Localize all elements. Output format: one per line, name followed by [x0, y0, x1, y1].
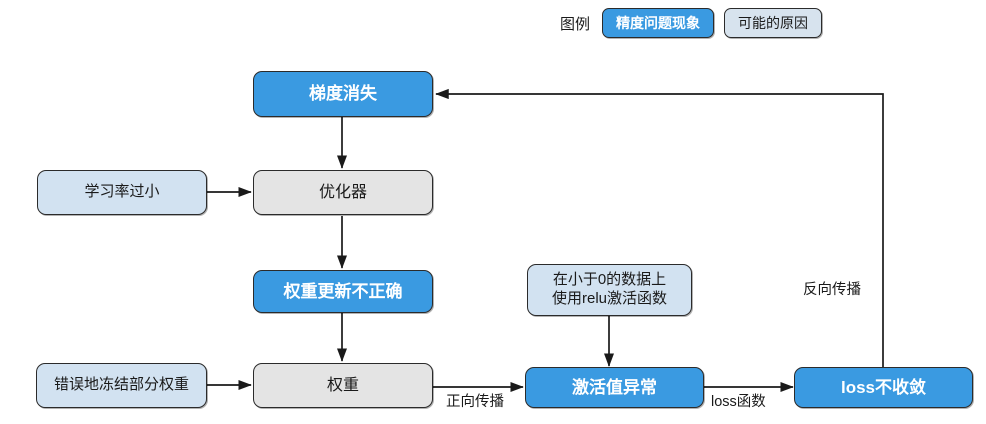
node-weights[interactable]: 权重 [253, 363, 433, 408]
node-freeze-weights-wrongly[interactable]: 错误地冻结部分权重 [36, 363, 207, 408]
node-optimizer[interactable]: 优化器 [253, 170, 433, 215]
node-loss-not-converging[interactable]: loss不收敛 [794, 367, 973, 408]
legend: 图例 精度问题现象 可能的原因 [560, 8, 823, 38]
legend-chip-problem: 精度问题现象 [602, 8, 715, 38]
node-weight-update-incorrect[interactable]: 权重更新不正确 [253, 270, 433, 313]
edge-label-loss-function: loss函数 [711, 394, 766, 410]
legend-title: 图例 [560, 15, 591, 33]
node-learning-rate-too-small[interactable]: 学习率过小 [37, 170, 207, 215]
node-relu-on-negative-data[interactable]: 在小于0的数据上 使用relu激活函数 [527, 264, 692, 316]
edge-label-forward-propagation: 正向传播 [446, 394, 504, 410]
node-activation-abnormal[interactable]: 激活值异常 [525, 367, 704, 408]
legend-chip-cause: 可能的原因 [724, 8, 823, 38]
edge-label-back-propagation: 反向传播 [803, 282, 861, 298]
node-gradient-vanishing[interactable]: 梯度消失 [253, 71, 433, 117]
edge-loss-to-gradient-feedback [435, 88, 884, 367]
